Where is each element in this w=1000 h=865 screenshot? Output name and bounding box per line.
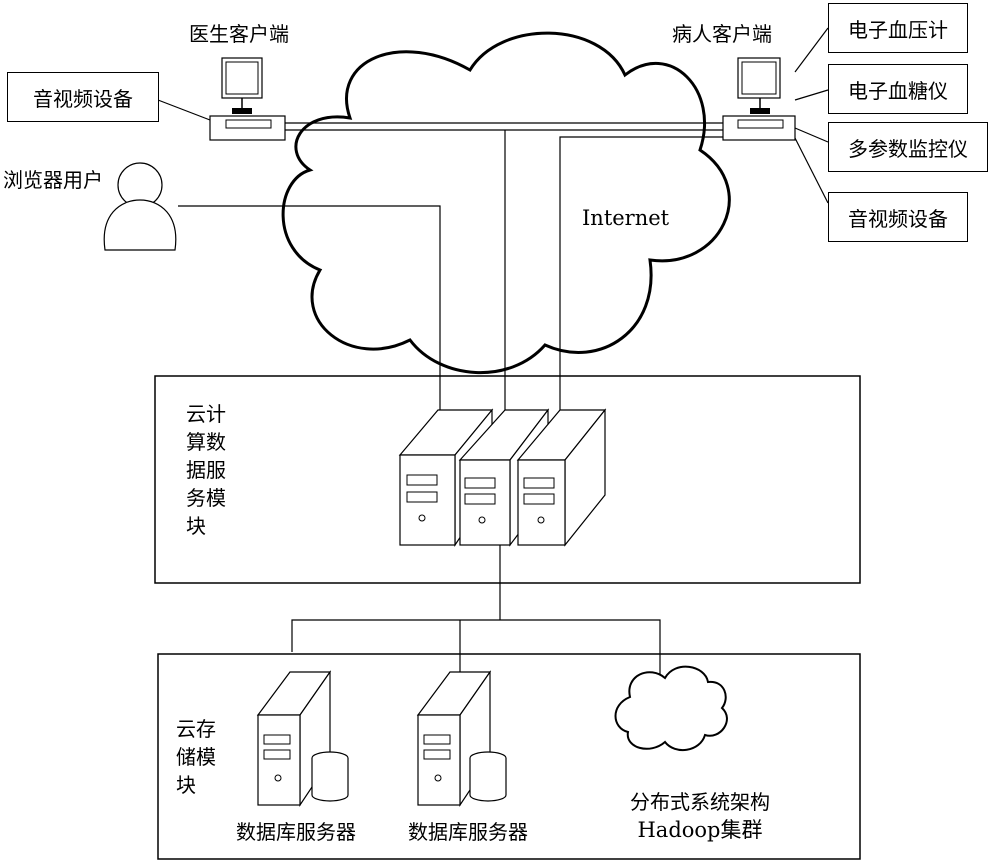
distributed-label-line1: 分布式系统架构 <box>630 790 770 814</box>
distributed-label-line2: Hadoop集群 <box>637 818 763 842</box>
internet-cloud-shape <box>281 31 731 374</box>
av-right-connector <box>794 137 829 204</box>
cloud-compute-module-label: 云计算数据服务模块 <box>186 402 226 538</box>
browser-to-server-line <box>178 205 441 410</box>
multi-monitor-box: 多参数监控仪 <box>828 122 988 172</box>
patient-client-computer <box>722 57 796 141</box>
compute-server-3 <box>516 408 607 547</box>
cloud-storage-module-box <box>157 653 861 860</box>
cloud-compute-module-box <box>154 375 861 584</box>
browser-user-label: 浏览器用户 <box>3 168 103 192</box>
av-left-connector <box>157 99 211 121</box>
bp-connector <box>794 27 829 73</box>
db-server-1-icon <box>256 670 349 807</box>
internet-label: Internet <box>582 206 670 230</box>
db-server-2-icon <box>416 670 507 807</box>
av-device-left-box: 音视频设备 <box>7 72 159 122</box>
cloud-storage-module-label: 云存储模块 <box>176 717 216 797</box>
storage-bus-line <box>291 619 661 682</box>
glucose-connector <box>794 89 829 101</box>
doctor-client-computer <box>209 57 286 141</box>
blood-glucose-box: 电子血糖仪 <box>828 64 968 114</box>
doctor-client-label: 医生客户端 <box>189 22 289 46</box>
av-device-right-box: 音视频设备 <box>828 192 968 242</box>
hadoop-cloud-icon <box>614 665 728 751</box>
patient-client-label: 病人客户端 <box>672 22 772 46</box>
patient-to-server-line <box>559 136 725 415</box>
browser-user-icon <box>103 162 177 251</box>
db-server-1-label: 数据库服务器 <box>236 820 356 844</box>
blood-pressure-box: 电子血压计 <box>828 3 968 53</box>
monitor-connector <box>794 127 829 143</box>
db-server-2-label: 数据库服务器 <box>408 820 528 844</box>
